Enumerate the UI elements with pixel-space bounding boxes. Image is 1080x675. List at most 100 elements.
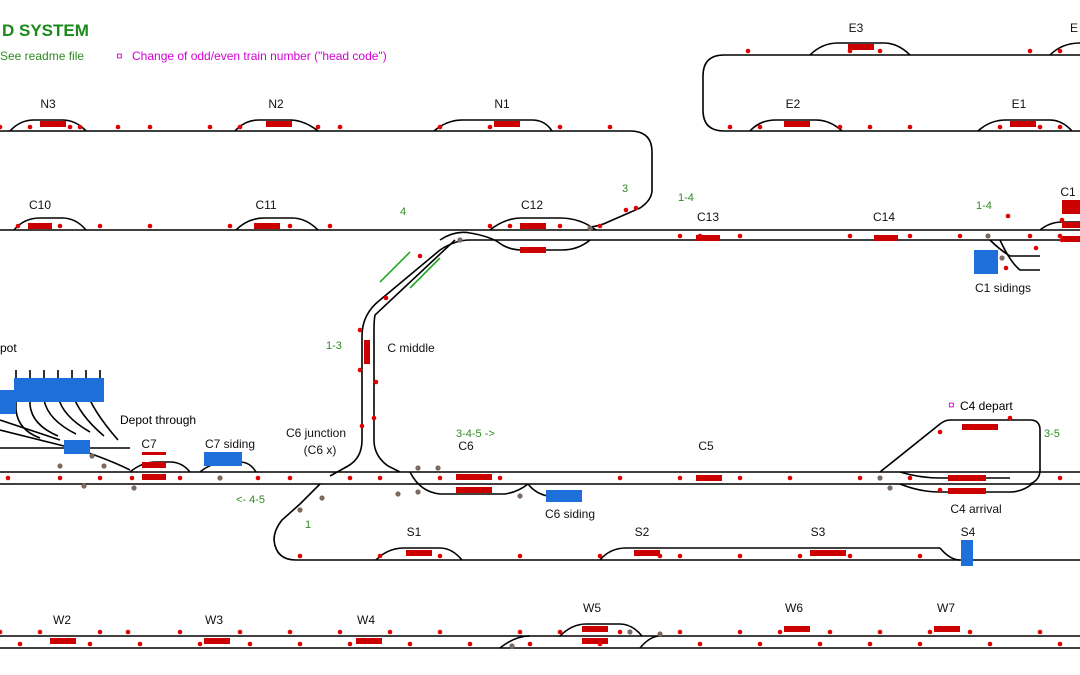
signal-6-4 <box>597 553 603 559</box>
signal-0-8 <box>315 124 321 130</box>
signal-extra-6 <box>417 253 423 259</box>
signal-6-0 <box>297 553 303 559</box>
signal-3-1 <box>57 223 63 229</box>
signal-6-6 <box>677 553 683 559</box>
stop-marker-e3 <box>848 44 874 50</box>
point-4 <box>217 475 223 481</box>
signal-7-16 <box>827 629 833 635</box>
depot-block <box>14 378 104 402</box>
station-label-s1: S1 <box>407 525 422 539</box>
signal-5-10 <box>497 475 503 481</box>
c-middle-spine <box>329 239 471 477</box>
signal-4-3 <box>847 233 853 239</box>
signal-6-3 <box>517 553 523 559</box>
signal-5-8 <box>377 475 383 481</box>
point-19 <box>627 629 633 635</box>
signal-5-1 <box>57 475 63 481</box>
signal-2-0 <box>727 124 733 130</box>
signal-extra-2 <box>373 379 379 385</box>
stop-marker-c-middle <box>364 340 370 364</box>
signal-7-4 <box>177 629 183 635</box>
diagram-title: D SYSTEM <box>2 21 89 40</box>
point-10 <box>415 489 421 495</box>
head-code-marker: ¤ <box>116 49 123 63</box>
signal-3-2 <box>97 223 103 229</box>
head-code-marker-c4: ¤ <box>948 398 955 412</box>
signal-2-6 <box>1037 124 1043 130</box>
signal-4-1 <box>737 233 743 239</box>
stop-marker-w5-lower <box>582 638 608 644</box>
signal-extra-1 <box>357 367 363 373</box>
signal-5-3 <box>129 475 135 481</box>
station-label-n2: N2 <box>268 97 284 111</box>
route-label-1-4-b: 1-4 <box>976 200 992 212</box>
signal-5-17 <box>1057 475 1063 481</box>
point-16 <box>877 475 883 481</box>
signal-7-12 <box>617 629 623 635</box>
point-21 <box>57 463 63 469</box>
stop-marker-c4-arrival <box>948 475 986 481</box>
head-code-note: Change of odd/even train number ("head c… <box>132 49 387 63</box>
signal-7-11 <box>557 629 563 635</box>
signal-5-13 <box>737 475 743 481</box>
route-label-3-5: 3-5 <box>1044 428 1060 440</box>
signal-7-17 <box>877 629 883 635</box>
signal-6-5 <box>657 553 663 559</box>
signal-8-5 <box>297 641 303 647</box>
stop-marker-w2 <box>50 638 76 644</box>
signal-5-14 <box>787 475 793 481</box>
point-6 <box>319 495 325 501</box>
station-label-s2: S2 <box>635 525 650 539</box>
stop-marker-c7 <box>142 462 166 468</box>
signal-7-9 <box>437 629 443 635</box>
signal-extra-7 <box>623 207 629 213</box>
station-label-w3: W3 <box>205 613 223 627</box>
signal-5-0 <box>5 475 11 481</box>
route-label-4: 4 <box>400 206 406 218</box>
signal-3-6 <box>327 223 333 229</box>
stop-marker-c1 <box>1062 222 1080 228</box>
signal-4-5 <box>957 233 963 239</box>
signal-7-13 <box>677 629 683 635</box>
signal-1-0 <box>745 48 751 54</box>
signal-8-3 <box>197 641 203 647</box>
stop-marker-w7 <box>934 626 960 632</box>
route-label-1-4-a: 1-4 <box>678 192 694 204</box>
station-label-e1: E1 <box>1012 97 1027 111</box>
signal-5-11 <box>617 475 623 481</box>
signal-6-10 <box>917 553 923 559</box>
signal-3-0 <box>15 223 21 229</box>
stop-marker-c1-block <box>1062 200 1080 214</box>
station-label-c10: C10 <box>29 198 51 212</box>
signal-extra-15 <box>1007 415 1013 421</box>
stop-marker-n2 <box>266 121 292 127</box>
stop-marker-n3 <box>40 121 66 127</box>
stop-marker-e2 <box>784 121 810 127</box>
signal-3-8 <box>507 223 513 229</box>
point-9 <box>395 491 401 497</box>
signal-5-4 <box>177 475 183 481</box>
station-label-depot-through: Depot through <box>120 413 196 427</box>
station-label-c6: C6 <box>458 439 474 453</box>
stop-marker-c12-lower <box>520 247 546 253</box>
stop-marker-w4 <box>356 638 382 644</box>
point-15 <box>999 255 1005 261</box>
stop-marker-c4-depart <box>962 424 998 430</box>
signal-1-4 <box>1057 48 1063 54</box>
signal-4-4 <box>907 233 913 239</box>
signal-0-10 <box>437 124 443 130</box>
point-13 <box>457 237 463 243</box>
signal-5-16 <box>907 475 913 481</box>
stop-marker-c11 <box>254 223 280 229</box>
station-label-w7: W7 <box>937 601 955 615</box>
station-label-s3: S3 <box>811 525 826 539</box>
signal-2-3 <box>867 124 873 130</box>
point-17 <box>887 485 893 491</box>
station-label-c12: C12 <box>521 198 543 212</box>
signal-7-20 <box>1037 629 1043 635</box>
point-7 <box>415 465 421 471</box>
route-label-1: 1 <box>305 519 311 531</box>
stop-marker-c6-lower <box>456 487 492 493</box>
signal-extra-14 <box>937 429 943 435</box>
